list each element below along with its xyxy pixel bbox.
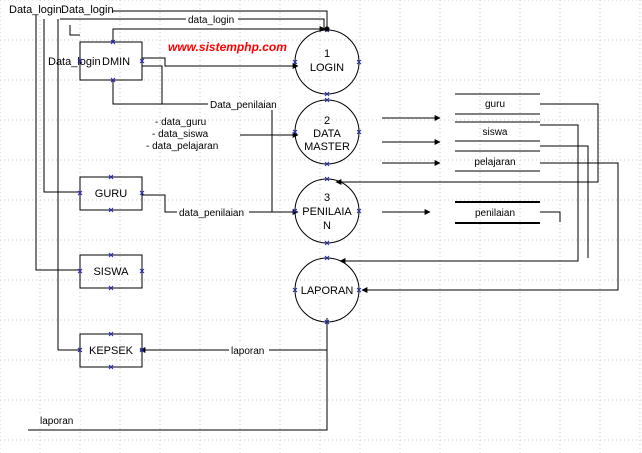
entity-guru[interactable]: GURU xyxy=(79,176,143,211)
connector-marker xyxy=(292,287,298,293)
process-login-number: 1 xyxy=(324,48,330,60)
flow-line-store-to-laporan-1 xyxy=(339,124,579,264)
flow-line-admin-to-login xyxy=(112,26,326,42)
connector-marker xyxy=(324,161,330,167)
connector-marker xyxy=(356,287,362,293)
datastore-pelajaran[interactable]: pelajaran xyxy=(455,150,540,172)
connector-marker xyxy=(324,176,330,182)
process-penilaian[interactable]: 3 PENILAIA N xyxy=(294,178,360,244)
flow-label-data-guru: - data_guru xyxy=(155,117,206,128)
process-penilaian-label-2: N xyxy=(323,220,331,232)
flow-line-admin-top xyxy=(69,25,80,36)
connector-marker xyxy=(292,208,298,214)
flow-line-admin-login-right xyxy=(142,57,299,69)
junction-dot xyxy=(324,26,330,32)
flow-line-penilaian-return xyxy=(540,211,561,222)
entity-admin-label: DMIN xyxy=(102,56,130,68)
flow-line-guru-login xyxy=(43,19,80,193)
process-login-label: LOGIN xyxy=(310,62,344,74)
process-penilaian-label-1: PENILAIA xyxy=(302,206,352,218)
flow-line-store-to-laporan-3 xyxy=(361,162,619,293)
entity-guru-label: GURU xyxy=(95,188,127,200)
flow-label-laporan-kepsek: laporan xyxy=(231,346,264,357)
datastore-penilaian[interactable]: penilaian xyxy=(455,201,540,224)
connector-marker xyxy=(77,190,83,196)
datastore-penilaian-label: penilaian xyxy=(475,208,515,219)
flow-label-data-login: data_login xyxy=(188,15,234,26)
flow-label-top-1: Data_login xyxy=(9,4,62,16)
connector-markers xyxy=(77,27,362,370)
connector-marker xyxy=(324,97,330,103)
watermark-text: www.sistemphp.com xyxy=(168,40,287,54)
flow-label-laporan-bottom: laporan xyxy=(40,416,73,427)
entity-siswa-label: SISWA xyxy=(93,266,129,278)
connector-marker xyxy=(324,319,330,325)
entity-kepsek-label: KEPSEK xyxy=(89,345,134,357)
connector-marker xyxy=(110,77,116,83)
connector-marker xyxy=(324,240,330,246)
process-login[interactable]: 1 LOGIN xyxy=(294,29,360,95)
connector-marker xyxy=(108,364,114,370)
datastore-guru[interactable]: guru xyxy=(455,93,540,115)
connector-marker xyxy=(110,39,116,45)
connector-marker xyxy=(77,58,83,64)
connector-marker xyxy=(139,58,145,64)
flow-line-siswa-login xyxy=(35,13,80,271)
connector-marker xyxy=(108,252,114,258)
flow-label-data-pelajaran: - data_pelajaran xyxy=(146,141,218,152)
flow-line-store-to-laporan-2 xyxy=(540,145,589,258)
connector-marker xyxy=(292,129,298,135)
entity-admin[interactable]: Data_login DMIN xyxy=(48,41,143,81)
flow-label-data-penilaian-guru: data_penilaian xyxy=(179,208,244,219)
process-data-master[interactable]: 2 DATA MASTER xyxy=(294,99,360,165)
connector-marker xyxy=(108,207,114,213)
flow-label-data-penilaian-admin: Data_penilaian xyxy=(210,100,277,111)
connector-marker xyxy=(356,208,362,214)
entity-siswa[interactable]: SISWA xyxy=(79,254,143,289)
datastore-pelajaran-label: pelajaran xyxy=(474,157,515,168)
flow-lines xyxy=(25,10,619,431)
flow-labels: Data_login Data_login data_login Data_pe… xyxy=(8,3,280,427)
connector-marker xyxy=(324,255,330,261)
entity-kepsek[interactable]: KEPSEK xyxy=(79,333,143,368)
datastore-guru-label: guru xyxy=(485,99,505,110)
connector-marker xyxy=(356,129,362,135)
flow-line-store-to-penilaian xyxy=(335,103,599,185)
connector-marker xyxy=(77,347,83,353)
process-data-master-number: 2 xyxy=(324,115,330,127)
process-penilaian-number: 3 xyxy=(324,192,330,204)
flow-line-admin-data-penilaian xyxy=(112,80,273,212)
connector-marker xyxy=(139,268,145,274)
datastore-siswa[interactable]: siswa xyxy=(455,121,540,142)
entity-admin-prefix: Data_login xyxy=(48,56,101,68)
connector-marker xyxy=(108,285,114,291)
flow-line-laporan-bottom xyxy=(28,345,328,431)
connector-marker xyxy=(108,174,114,180)
process-laporan[interactable]: LAPORAN xyxy=(294,257,360,323)
flow-label-top-2: Data_login xyxy=(61,4,114,16)
connector-marker xyxy=(108,331,114,337)
connector-marker xyxy=(356,59,362,65)
datastore-siswa-label: siswa xyxy=(482,127,507,138)
connector-marker xyxy=(139,347,145,353)
flow-label-data-siswa: - data_siswa xyxy=(152,129,209,140)
connector-marker xyxy=(324,91,330,97)
process-laporan-label: LAPORAN xyxy=(301,285,354,297)
flow-line-admin-side xyxy=(142,65,163,104)
connector-marker xyxy=(292,59,298,65)
process-data-master-label-2: MASTER xyxy=(304,141,350,153)
process-data-master-label-1: DATA xyxy=(313,128,341,140)
connector-marker xyxy=(139,190,145,196)
connector-marker xyxy=(77,268,83,274)
